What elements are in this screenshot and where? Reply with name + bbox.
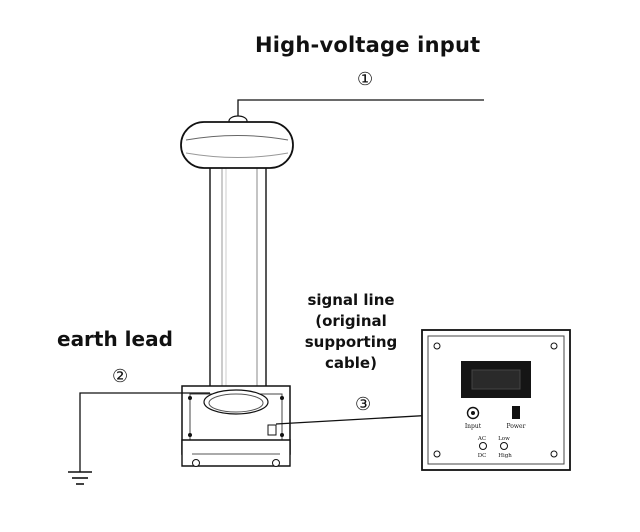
ground-symbol-icon xyxy=(68,471,92,485)
signal-line-label: signal line (original supporting cable) xyxy=(304,291,398,372)
high-label: High xyxy=(498,453,512,459)
power-switch xyxy=(512,406,520,419)
high-voltage-input-label: High-voltage input xyxy=(255,33,481,57)
earth-lead-label: earth lead xyxy=(57,327,173,351)
ac-dc-selector xyxy=(479,442,487,450)
dc-label: DC xyxy=(478,453,487,459)
callout-2: ② xyxy=(112,366,129,387)
measuring-instrument: Input Power AC Low DC High xyxy=(421,329,571,471)
earth-lead-wire xyxy=(79,392,210,472)
divider-base xyxy=(181,385,291,467)
divider-column xyxy=(209,159,267,394)
grading-ring-cap xyxy=(180,121,294,169)
callout-3: ③ xyxy=(355,394,372,415)
high-voltage-input-wire xyxy=(237,99,484,118)
callout-1: ① xyxy=(357,69,374,90)
ac-label: AC xyxy=(477,436,486,442)
input-port-label: Input xyxy=(465,423,482,430)
low-label: Low xyxy=(498,436,510,442)
low-high-selector xyxy=(500,442,508,450)
power-switch-label: Power xyxy=(507,423,526,430)
